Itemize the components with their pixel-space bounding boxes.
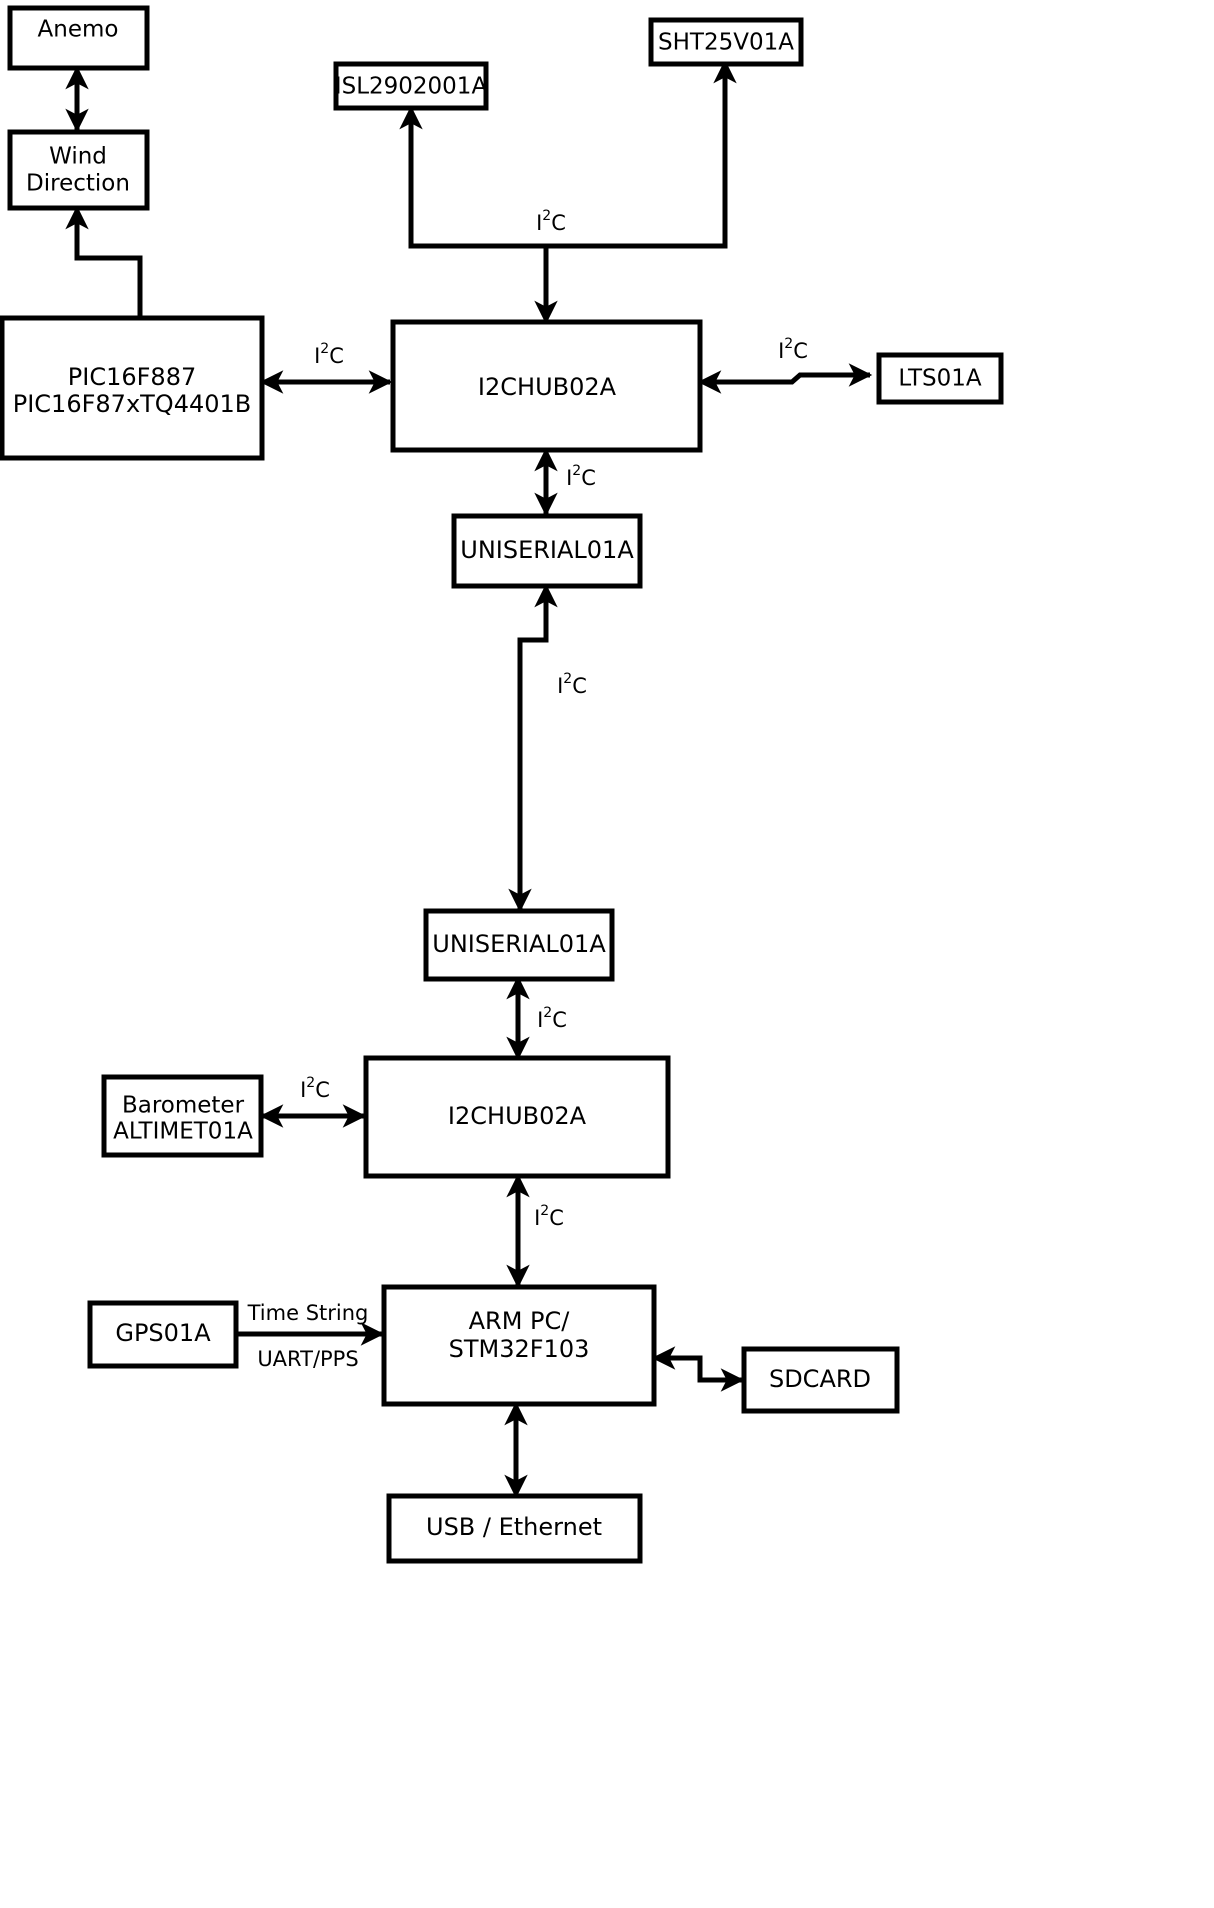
edge-label-i2c-uniserial-link: I2C: [557, 671, 587, 698]
node-gps01a-label: GPS01A: [115, 1319, 211, 1347]
node-uniserial01a-top-box: [451, 513, 643, 589]
edge-label-i2c-hub-bottom-to-arm: I2C: [534, 1203, 564, 1230]
node-wind-direction-box: [7, 129, 150, 211]
node-anemo-box: [7, 5, 150, 71]
node-gps01a[interactable]: GPS01A: [87, 1300, 239, 1369]
node-isl2902001a-label: ISL2902001A: [335, 74, 488, 100]
node-anemo-label: Anemo: [38, 17, 119, 43]
node-wind-direction-label-line1: Wind: [49, 144, 107, 170]
node-sdcard-box: [741, 1346, 900, 1414]
node-lts01a-box: [876, 352, 1004, 405]
node-barometer-box: [101, 1074, 264, 1158]
node-usb-ethernet[interactable]: USB / Ethernet: [386, 1493, 643, 1564]
node-uniserial01a-bottom-label: UNISERIAL01A: [432, 930, 606, 958]
node-i2chub02a-top[interactable]: I2CHUB02A: [390, 319, 703, 453]
node-uniserial01a-top-label: UNISERIAL01A: [460, 536, 634, 564]
edge-hub-top-to-lts: [697, 363, 873, 394]
node-arm-pc-label-line2: STM32F103: [449, 1335, 590, 1363]
node-arm-pc-box: [381, 1284, 657, 1407]
edge-label-i2c-sensors-to-hub-top: I2C: [536, 208, 566, 235]
edge-hub-top-to-isl: [399, 105, 549, 322]
edge-label-gps-uart-pps: UART/PPS: [257, 1347, 358, 1371]
node-sht25v01a-box: [648, 17, 804, 67]
node-gps01a-box: [87, 1300, 239, 1369]
node-sdcard-label: SDCARD: [769, 1365, 871, 1393]
edge-arm-pc-to-sdcard: [651, 1346, 745, 1392]
node-barometer[interactable]: Barometer ALTIMET01A: [101, 1074, 264, 1158]
edge-label-i2c-pic-to-hub-top: I2C: [314, 341, 344, 368]
node-lts01a-label: LTS01A: [898, 366, 982, 392]
node-isl2902001a-box: [333, 61, 489, 111]
node-uniserial01a-top[interactable]: UNISERIAL01A: [451, 513, 643, 589]
edge-label-gps-time-string: Time String: [247, 1301, 369, 1325]
node-arm-pc[interactable]: ARM PC/ STM32F103: [381, 1284, 657, 1407]
node-sht25v01a-label: SHT25V01A: [658, 30, 794, 56]
node-usb-ethernet-box: [386, 1493, 643, 1564]
edge-label-i2c-hub-top-to-lts: I2C: [778, 336, 808, 363]
edge-label-i2c-uniserial-to-hub-bottom: I2C: [537, 1005, 567, 1032]
node-usb-ethernet-label: USB / Ethernet: [426, 1513, 602, 1541]
node-pic16f887-label-line1: PIC16F887: [68, 363, 196, 391]
node-sdcard[interactable]: SDCARD: [741, 1346, 900, 1414]
edge-uniserial-top-up: [517, 583, 558, 744]
edge-pic-to-wind-direction: [65, 205, 143, 318]
node-i2chub02a-top-box: [390, 319, 703, 453]
node-pic16f887[interactable]: PIC16F887 PIC16F87xTQ4401B: [0, 315, 265, 461]
node-lts01a[interactable]: LTS01A: [876, 352, 1004, 405]
node-pic16f887-label-line2: PIC16F87xTQ4401B: [13, 390, 252, 418]
edge-label-i2c-hub-top-to-uniserial: I2C: [566, 463, 596, 490]
edge-label-i2c-barometer-to-hub-bottom: I2C: [300, 1075, 330, 1102]
node-wind-direction-label-line2: Direction: [26, 171, 130, 197]
node-barometer-label-line2: ALTIMET01A: [113, 1119, 253, 1145]
node-i2chub02a-bottom-label: I2CHUB02A: [448, 1102, 587, 1130]
node-sht25v01a[interactable]: SHT25V01A: [648, 17, 804, 67]
node-wind-direction[interactable]: Wind Direction: [7, 129, 150, 211]
node-barometer-label-line1: Barometer: [122, 1093, 245, 1119]
node-arm-pc-label-line1: ARM PC/: [469, 1307, 571, 1335]
node-pic16f887-box: [0, 315, 265, 461]
node-uniserial01a-bottom-box: [423, 908, 615, 982]
node-uniserial01a-bottom[interactable]: UNISERIAL01A: [423, 908, 615, 982]
node-anemo[interactable]: Anemo: [7, 5, 150, 71]
edge-hub-top-to-sht: [543, 59, 737, 322]
node-i2chub02a-bottom-box: [363, 1055, 671, 1179]
node-i2chub02a-bottom[interactable]: I2CHUB02A: [363, 1055, 671, 1179]
node-isl2902001a[interactable]: ISL2902001A: [333, 61, 489, 111]
node-i2chub02a-top-label: I2CHUB02A: [478, 373, 617, 401]
